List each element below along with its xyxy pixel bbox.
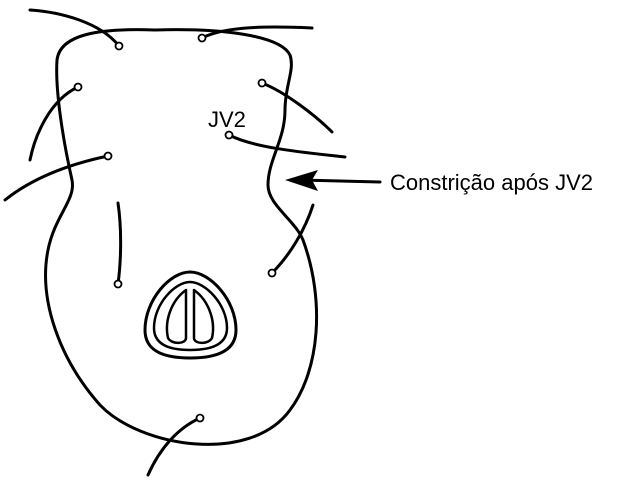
seta-bottom (148, 418, 200, 475)
seta-jv2 (229, 135, 345, 157)
seta-socket (115, 281, 122, 288)
label-jv2: JV2 (208, 107, 246, 132)
anal-valve-left (167, 290, 186, 343)
anal-plate-outer (145, 272, 236, 358)
seta-top-left (30, 10, 119, 46)
body-outline (46, 30, 317, 445)
seta-socket (197, 415, 204, 422)
seta-right-upper (262, 83, 332, 132)
seta-socket (269, 270, 276, 277)
seta-socket (226, 132, 233, 139)
seta-middle-left (118, 203, 121, 284)
seta-left-lower (5, 156, 108, 200)
seta-middle-right (272, 205, 313, 273)
seta-socket (116, 43, 123, 50)
seta-socket (259, 80, 266, 87)
label-constriction: Constrição após JV2 (390, 170, 593, 195)
seta-socket (105, 153, 112, 160)
seta-socket (199, 35, 206, 42)
anal-plate-inner (154, 282, 227, 350)
anal-valve-right (194, 290, 213, 343)
seta-left-upper (30, 87, 78, 160)
seta-socket (75, 84, 82, 91)
